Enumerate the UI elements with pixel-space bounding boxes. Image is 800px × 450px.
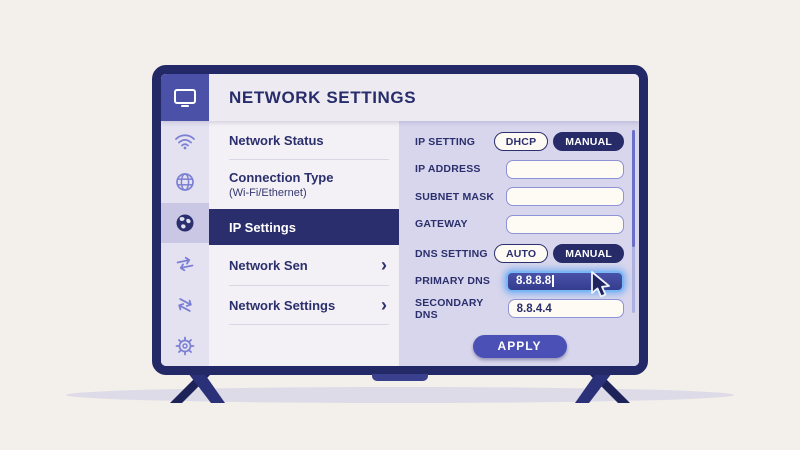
tv-floor-shadow bbox=[66, 387, 734, 403]
icon-sidebar bbox=[161, 121, 209, 366]
menu-item-label: Network Sen bbox=[229, 257, 308, 273]
sidebar-item-settings[interactable] bbox=[161, 325, 209, 366]
ip-address-input[interactable] bbox=[506, 159, 624, 179]
gear-icon bbox=[175, 336, 195, 355]
subnet-mask-row: SUBNET MASK bbox=[415, 183, 624, 211]
auto-option-button[interactable]: AUTO bbox=[493, 244, 549, 264]
ip-setting-row: IP SETTING DHCP MANUAL bbox=[415, 128, 624, 156]
sidebar-item-transfer[interactable] bbox=[161, 284, 209, 325]
secondary-dns-row: SECONDARY DNS 8.8.4.4 bbox=[415, 295, 624, 323]
ip-settings-panel: IP SETTING DHCP MANUAL IP ADDRESS SUBNET… bbox=[399, 121, 639, 366]
header-logo-tile bbox=[161, 74, 209, 121]
sidebar-item-swap[interactable] bbox=[161, 243, 209, 284]
menu-item-label: IP Settings bbox=[229, 219, 296, 235]
field-label: SECONDARY DNS bbox=[415, 296, 484, 321]
menu-item-label: Network Status bbox=[229, 132, 324, 148]
field-label: DNS SETTING bbox=[415, 247, 488, 260]
field-label: GATEWAY bbox=[415, 218, 468, 231]
gateway-input[interactable] bbox=[506, 214, 624, 234]
field-label: SUBNET MASK bbox=[415, 190, 495, 203]
earth-icon bbox=[176, 214, 194, 232]
apply-button[interactable]: APPLY bbox=[472, 334, 567, 358]
field-label: PRIMARY DNS bbox=[415, 275, 491, 288]
mouse-cursor-icon bbox=[591, 271, 610, 298]
settings-menu: Network Status Connection Type (Wi-Fi/Et… bbox=[209, 121, 399, 366]
field-label: IP SETTING bbox=[415, 135, 476, 148]
subnet-mask-input[interactable] bbox=[506, 187, 624, 207]
field-label: IP ADDRESS bbox=[415, 163, 481, 176]
gateway-row: GATEWAY bbox=[415, 211, 624, 239]
tv-bottom-notch bbox=[372, 374, 428, 381]
ip-address-row: IP ADDRESS bbox=[415, 156, 624, 184]
menu-item-ip-settings[interactable]: IP Settings bbox=[209, 209, 399, 245]
settings-header: NETWORK SETTINGS bbox=[161, 74, 639, 121]
menu-item-label: Connection Type bbox=[229, 170, 334, 185]
tv-screen: NETWORK SETTINGS bbox=[161, 74, 639, 366]
dns-setting-row: DNS SETTING AUTO MANUAL bbox=[415, 240, 624, 268]
menu-item-network-settings[interactable]: Network Settings › bbox=[209, 286, 399, 324]
manual-dns-option-button[interactable]: MANUAL bbox=[553, 244, 624, 264]
dns-setting-toggle: AUTO MANUAL bbox=[493, 244, 624, 264]
menu-item-label: Network Settings bbox=[229, 297, 336, 313]
sidebar-item-wifi[interactable] bbox=[161, 121, 209, 162]
chevron-right-icon: › bbox=[381, 295, 387, 315]
menu-divider bbox=[229, 324, 389, 325]
tv-left-leg bbox=[170, 373, 225, 403]
tv-right-leg bbox=[575, 373, 630, 403]
wifi-icon bbox=[175, 134, 195, 150]
ip-setting-toggle: DHCP MANUAL bbox=[493, 132, 624, 152]
secondary-dns-input[interactable]: 8.8.4.4 bbox=[507, 299, 624, 319]
menu-divider bbox=[229, 159, 389, 160]
page-title: NETWORK SETTINGS bbox=[229, 87, 417, 107]
globe-icon bbox=[176, 173, 194, 192]
chevron-right-icon: › bbox=[381, 255, 387, 275]
text-caret bbox=[552, 275, 554, 288]
manual-option-button[interactable]: MANUAL bbox=[553, 132, 624, 152]
panel-scrollbar[interactable] bbox=[632, 130, 635, 313]
primary-dns-value: 8.8.8.8 bbox=[516, 275, 552, 288]
monitor-icon bbox=[174, 88, 196, 107]
transfer-arrows-icon bbox=[178, 297, 192, 312]
menu-divider bbox=[229, 285, 389, 286]
menu-item-network-sen[interactable]: Network Sen › bbox=[209, 245, 399, 285]
sidebar-item-network[interactable] bbox=[161, 162, 209, 203]
sidebar-item-ip-settings[interactable] bbox=[161, 202, 209, 244]
menu-item-sublabel: (Wi-Fi/Ethernet) bbox=[229, 187, 307, 199]
menu-item-connection-type[interactable]: Connection Type (Wi-Fi/Ethernet) bbox=[209, 160, 399, 209]
dhcp-option-button[interactable]: DHCP bbox=[493, 132, 549, 152]
tv-frame: NETWORK SETTINGS bbox=[152, 65, 648, 375]
menu-item-network-status[interactable]: Network Status bbox=[209, 121, 399, 159]
scrollbar-thumb[interactable] bbox=[632, 130, 635, 247]
swap-arrows-icon bbox=[176, 256, 194, 272]
